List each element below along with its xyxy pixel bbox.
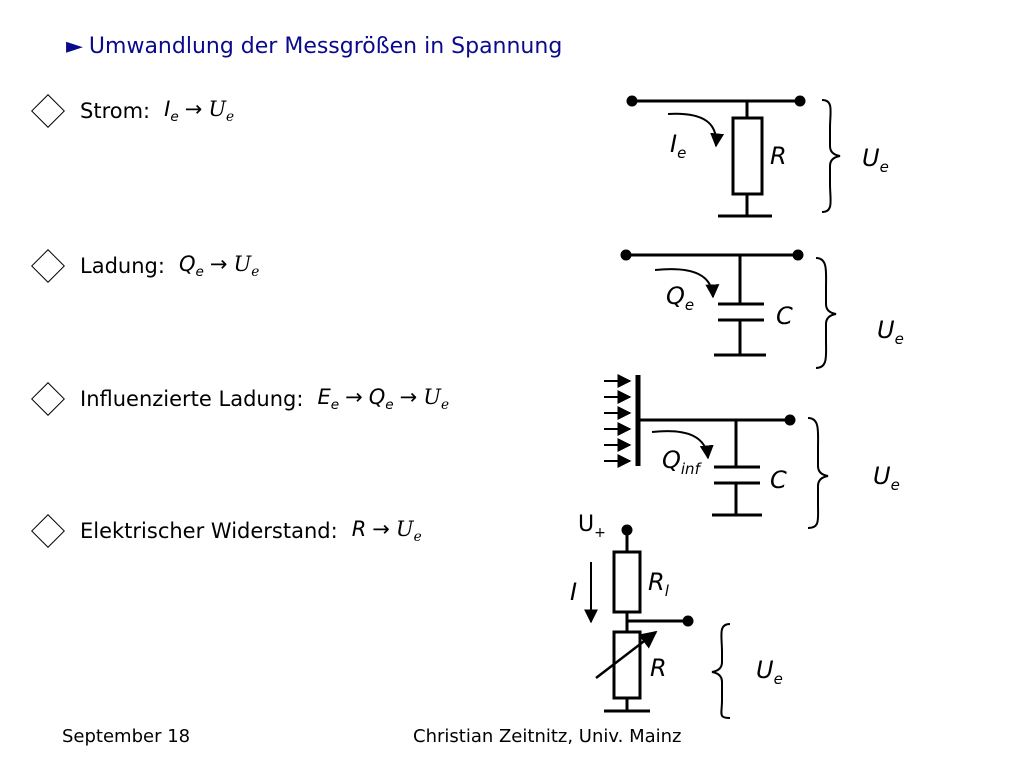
charge-arrow-icon bbox=[651, 430, 714, 460]
bullet-label: Elektrischer Widerstand: bbox=[80, 519, 338, 543]
variable-resistor-label: R bbox=[650, 654, 667, 682]
bullet-charge: Ladung: Qe→Ue bbox=[30, 249, 259, 283]
bullet-formula: Ie→Ue bbox=[164, 96, 235, 126]
field-arrows-icon bbox=[604, 374, 632, 468]
brace-icon bbox=[815, 257, 837, 369]
triangle-marker-icon: ► bbox=[66, 34, 83, 59]
brace-icon bbox=[807, 417, 829, 529]
load-resistor-label: Rl bbox=[648, 568, 670, 600]
load-resistor-icon bbox=[612, 550, 642, 614]
charge-label: Qe bbox=[666, 282, 694, 314]
voltage-label: Ue bbox=[873, 462, 900, 494]
resistor-icon bbox=[731, 116, 764, 196]
current-to-voltage-circuit bbox=[626, 95, 841, 218]
bullet-formula: Ee→Qe→Ue bbox=[317, 384, 450, 414]
voltage-label: Ue bbox=[756, 656, 783, 688]
bullet-label: Influenzierte Ladung: bbox=[80, 387, 304, 411]
charge-to-voltage-circuit bbox=[620, 249, 837, 369]
slide-title-text: Umwandlung der Messgrößen in Spannung bbox=[88, 34, 563, 59]
induced-charge-label: Qinf bbox=[662, 446, 703, 478]
resistor-label: R bbox=[770, 142, 787, 170]
brace-icon bbox=[711, 623, 731, 719]
bullet-current: Strom: Ie→Ue bbox=[30, 94, 234, 128]
voltage-label: Ue bbox=[877, 316, 904, 348]
footer-author: Christian Zeitnitz, Univ. Mainz bbox=[413, 726, 682, 747]
slide-title: ►Umwandlung der Messgrößen in Spannung bbox=[66, 34, 562, 59]
capacitor-label: C bbox=[776, 302, 793, 330]
bullet-formula: R→Ue bbox=[351, 516, 422, 546]
voltage-label: Ue bbox=[862, 144, 889, 176]
bullet-label: Ladung: bbox=[80, 254, 165, 278]
induced-charge-circuit bbox=[604, 374, 829, 529]
bullet-resistance: Elektrischer Widerstand: R→Ue bbox=[30, 514, 422, 548]
bullet-formula: Qe→Ue bbox=[178, 251, 260, 281]
current-arrow-icon bbox=[667, 112, 725, 148]
capacitor-label: C bbox=[770, 466, 787, 494]
variable-resistor-icon bbox=[612, 630, 642, 700]
supply-label: U+ bbox=[578, 512, 606, 541]
brace-icon bbox=[821, 99, 841, 213]
charge-arrow-icon bbox=[654, 268, 720, 299]
current-label: I bbox=[570, 578, 577, 606]
footer-date: September 18 bbox=[62, 726, 191, 747]
bullet-induced-charge: Influenzierte Ladung: Ee→Qe→Ue bbox=[30, 382, 449, 416]
bullet-label: Strom: bbox=[80, 99, 151, 123]
resistance-circuit bbox=[584, 524, 731, 719]
current-label: Ie bbox=[670, 130, 686, 162]
